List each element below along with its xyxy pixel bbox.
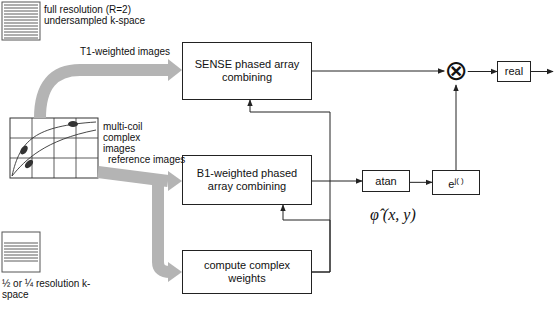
node-text: real: [505, 65, 523, 78]
process-box: compute complex weights: [182, 250, 312, 294]
kspace-low: [2, 232, 40, 272]
process-box: B1-weighted phased array combining: [182, 155, 312, 205]
process-box: real: [497, 61, 531, 82]
annotation-label: full resolution (R=2) undersampled k-spa…: [44, 4, 156, 26]
data-flow-arrow: [40, 59, 182, 282]
node-text: j( ): [454, 176, 463, 185]
process-box: atan: [362, 170, 410, 192]
multiplier-symbol: ⊗: [444, 57, 467, 85]
text-row: ej( ): [448, 174, 463, 191]
kspace-full: [2, 2, 40, 40]
connector: [468, 71, 497, 72]
coil-image-grid: [10, 118, 98, 178]
node-text: e: [448, 178, 454, 190]
annotation-label: multi-coil complex images: [103, 121, 161, 154]
node-text: SENSE phased array combining: [188, 58, 306, 84]
node-text: atan: [375, 175, 396, 188]
connector: [456, 85, 457, 170]
annotation-label: ½ or ¼ resolution k-space: [2, 278, 106, 300]
connector: [410, 182, 432, 183]
node-text: B1-weighted phased array combining: [188, 167, 306, 193]
process-box: SENSE phased array combining: [182, 42, 312, 100]
connector: [312, 71, 444, 72]
node-text: compute complex weights: [188, 259, 306, 285]
annotation-label: reference images: [108, 154, 208, 165]
annotation-label: T1-weighted images: [80, 46, 190, 57]
connector: [312, 181, 362, 182]
annotation-label: φ̂ (x, y): [370, 206, 440, 223]
output-arrow: [531, 71, 553, 72]
process-box: ej( ): [432, 170, 480, 195]
node-text: ⊗: [444, 57, 467, 85]
